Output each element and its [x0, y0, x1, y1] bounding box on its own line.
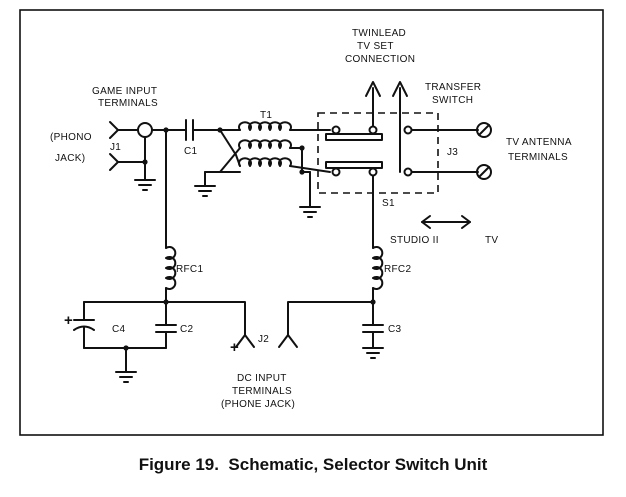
ground-symbol-c4 — [115, 371, 137, 383]
label-dc-input: TERMINALS — [232, 386, 292, 397]
c1-capacitor — [185, 119, 194, 141]
label-c1: C1 — [184, 146, 198, 157]
c2-capacitor — [155, 324, 177, 333]
junction-dot — [370, 299, 376, 305]
label-c3: C3 — [388, 324, 402, 335]
junction-dot — [299, 145, 305, 151]
label-tv: TV — [485, 235, 498, 246]
j1-input-terminal — [137, 122, 153, 138]
j1-phono-jack — [109, 121, 146, 171]
ground-symbol-t1-primary — [194, 185, 216, 197]
label-dc-input: DC INPUT — [237, 373, 287, 384]
switch-direction-arrow — [421, 215, 471, 229]
rfc1-inductor — [165, 246, 177, 290]
label-studio-ii: STUDIO II — [390, 235, 439, 246]
label-t1: T1 — [260, 110, 272, 121]
label-rfc1: RFC1 — [176, 264, 203, 275]
dc-return-wire — [287, 301, 374, 336]
label-j3: J3 — [447, 147, 458, 158]
figure-frame — [19, 9, 604, 436]
label-j2-polarity: + — [230, 339, 239, 356]
rfc2-inductor — [372, 246, 384, 290]
ground-symbol-t1-secondary — [299, 206, 321, 218]
ground-symbol-c3 — [362, 347, 384, 359]
label-game-input: TERMINALS — [98, 98, 158, 109]
label-phono-jack: (PHONO — [50, 132, 92, 143]
label-phono-jack: JACK) — [55, 153, 85, 164]
junction-dot — [142, 159, 148, 165]
j3-antenna-terminal-lower — [476, 164, 492, 180]
twinlead-arrow — [392, 81, 408, 97]
label-dc-input: (PHONE JACK) — [221, 399, 295, 410]
twinlead-arrow — [365, 81, 381, 97]
dc-supply-wire — [83, 301, 246, 336]
label-transfer-switch: SWITCH — [432, 95, 473, 106]
s1-switch-enclosure — [317, 112, 439, 194]
label-c4: C4 — [112, 324, 126, 335]
j3-antenna-terminal-upper — [476, 122, 492, 138]
label-s1: S1 — [382, 198, 395, 209]
label-j2: J2 — [258, 334, 269, 345]
label-twinlead: CONNECTION — [345, 54, 415, 65]
t1-transformer — [204, 121, 331, 173]
label-c4-polarity: + — [64, 312, 73, 329]
label-twinlead: TV SET — [357, 41, 394, 52]
figure-caption: Figure 19. Schematic, Selector Switch Un… — [139, 455, 488, 474]
s1-contacts — [325, 125, 413, 177]
label-tv-antenna: TERMINALS — [508, 152, 568, 163]
ground-symbol-j1 — [134, 179, 156, 191]
label-twinlead: TWINLEAD — [352, 28, 406, 39]
label-c2: C2 — [180, 324, 194, 335]
label-j1: J1 — [110, 142, 121, 153]
label-transfer-switch: TRANSFER — [425, 82, 481, 93]
label-rfc2: RFC2 — [384, 264, 411, 275]
label-game-input: GAME INPUT — [92, 86, 157, 97]
label-tv-antenna: TV ANTENNA — [506, 137, 572, 148]
c3-capacitor — [362, 324, 384, 333]
